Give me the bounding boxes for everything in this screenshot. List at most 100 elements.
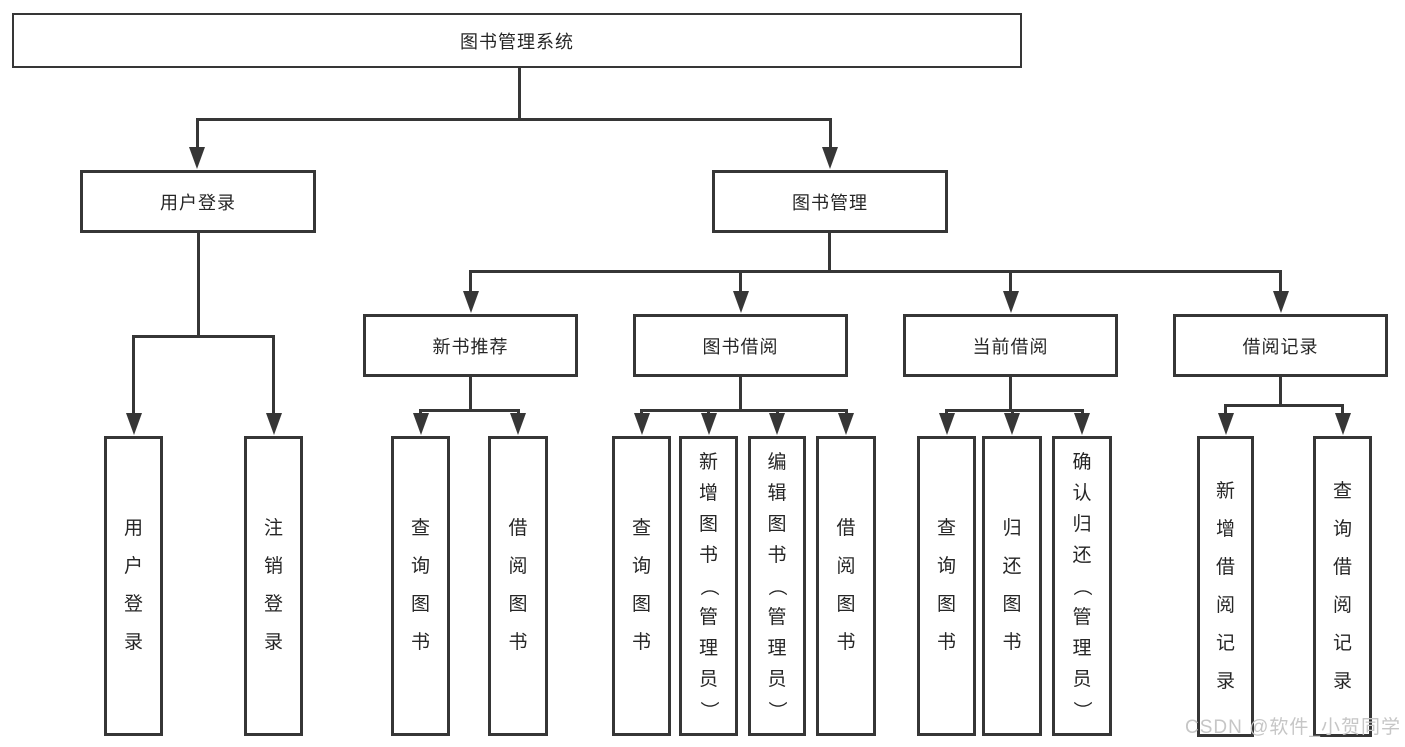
connector-vertical-line [518, 68, 521, 120]
arrow-down-icon [462, 291, 479, 313]
leaf-query-books-recommend: 查询图书 [391, 436, 450, 736]
connector-vertical-line [469, 377, 472, 411]
arrow-down-icon [510, 413, 526, 435]
connector-horizontal-line [640, 408, 848, 412]
connector-horizontal-line [469, 269, 1282, 273]
leaf-label-char: （ [697, 576, 719, 596]
leaf-label-char: 查 [410, 518, 430, 539]
leaf-label-char: 询 [410, 556, 430, 577]
leaf-label-char: 借 [836, 518, 856, 539]
leaf-label-char: 还 [1072, 544, 1092, 566]
leaf-label-char: 书 [836, 632, 856, 653]
leaf-label-char: 书 [1002, 632, 1022, 653]
leaf-label-char: 还 [1002, 556, 1022, 577]
arrow-down-icon [1002, 291, 1019, 313]
connector-horizontal-line [419, 408, 520, 412]
leaf-label-char: 理 [698, 637, 718, 659]
leaf-label-char: 用 [123, 518, 143, 539]
node-borrowing-records: 借阅记录 [1173, 314, 1388, 377]
leaf-label-char: 阅 [836, 556, 856, 577]
leaf-label-char: 图 [508, 594, 528, 615]
arrow-down-icon [1217, 413, 1234, 435]
connector-horizontal-line [945, 408, 1084, 412]
arrow-down-icon [732, 291, 749, 313]
connector-horizontal-line [195, 117, 832, 121]
arrow-down-icon [1074, 413, 1090, 435]
leaf-label-char: 管 [767, 606, 787, 628]
connector-vertical-line [1279, 271, 1282, 295]
leaf-label-char: 录 [1215, 670, 1235, 692]
leaf-label-char: 阅 [1332, 594, 1352, 616]
arrow-down-icon [822, 147, 838, 169]
leaf-label-char: 查 [631, 518, 651, 539]
leaf-label-char: ） [697, 700, 719, 720]
leaf-edit-book-admin: 编辑图书（管理员） [748, 436, 806, 736]
leaf-label-char: 管 [1072, 606, 1092, 628]
leaf-label-char: 增 [1215, 518, 1235, 540]
leaf-add-borrow-record: 新增借阅记录 [1197, 436, 1254, 737]
connector-horizontal-line [1224, 403, 1344, 407]
leaf-label-char: 管 [698, 606, 718, 628]
leaf-label-char: 增 [698, 482, 718, 504]
node-label: 图书管理 [792, 192, 868, 213]
leaf-logout: 注销登录 [244, 436, 303, 736]
leaf-add-book-admin: 新增图书（管理员） [679, 436, 738, 736]
arrow-down-icon [1272, 291, 1289, 313]
leaf-label-char: 新 [698, 451, 718, 473]
node-label: 用户登录 [160, 192, 236, 213]
node-label: 图书借阅 [702, 336, 779, 357]
connector-vertical-line [1279, 377, 1282, 406]
csdn-watermark: CSDN @软件_小贺同学 [1185, 717, 1401, 738]
leaf-label-char: 借 [1332, 556, 1352, 578]
connector-vertical-line [469, 271, 472, 295]
arrow-down-icon [412, 413, 429, 435]
leaf-label-char: 书 [631, 632, 651, 653]
leaf-return-book: 归还图书 [982, 436, 1042, 736]
leaf-label-char: 确 [1072, 451, 1092, 473]
leaf-label-char: 登 [123, 594, 143, 615]
leaf-label-char: 图 [698, 513, 718, 535]
leaf-label-char: 图 [767, 513, 787, 535]
arrow-down-icon [189, 147, 205, 169]
leaf-label-char: 编 [767, 451, 787, 473]
leaf-label-char: 图 [936, 594, 956, 615]
leaf-label-char: 询 [631, 556, 651, 577]
leaf-borrow-books-recommend: 借阅图书 [488, 436, 548, 736]
leaf-user-login: 用户登录 [104, 436, 163, 736]
arrow-down-icon [265, 413, 282, 435]
connector-vertical-line [828, 119, 832, 152]
connector-vertical-line [1009, 377, 1012, 411]
leaf-label-char: 登 [263, 594, 283, 615]
connector-vertical-line [197, 233, 200, 337]
leaf-query-books-borrowing: 查询图书 [612, 436, 671, 736]
leaf-query-borrow-record: 查询借阅记录 [1313, 436, 1372, 737]
connector-vertical-line [272, 336, 275, 417]
leaf-confirm-return-admin: 确认归还（管理员） [1052, 436, 1112, 736]
leaf-label-char: 员 [767, 668, 787, 690]
node-book-borrowing: 图书借阅 [633, 314, 848, 377]
leaf-label-char: 理 [767, 637, 787, 659]
leaf-label-char: 书 [936, 632, 956, 653]
leaf-label-char: 认 [1072, 482, 1092, 504]
node-library-management-system: 图书管理系统 [12, 13, 1022, 68]
leaf-label-char: 记 [1332, 632, 1352, 654]
arrow-down-icon [769, 413, 785, 435]
leaf-label-char: （ [766, 576, 788, 596]
leaf-label-char: 户 [123, 556, 143, 577]
leaf-label-char: 阅 [1215, 594, 1235, 616]
node-label: 图书管理系统 [460, 31, 574, 52]
connector-vertical-line [1341, 405, 1344, 417]
connector-vertical-line [739, 271, 742, 295]
leaf-label-char: 书 [767, 544, 787, 566]
node-new-book-recommendation: 新书推荐 [363, 314, 578, 377]
leaf-label-char: 询 [1332, 518, 1352, 540]
arrow-down-icon [838, 413, 854, 435]
leaf-label-char: 书 [410, 632, 430, 653]
leaf-label-char: 图 [1002, 594, 1022, 615]
leaf-label-char: 新 [1215, 480, 1235, 502]
leaf-label-char: 录 [263, 632, 283, 653]
leaf-label-char: 录 [1332, 670, 1352, 692]
leaf-label-char: 归 [1072, 513, 1092, 535]
connector-horizontal-line [132, 334, 275, 338]
